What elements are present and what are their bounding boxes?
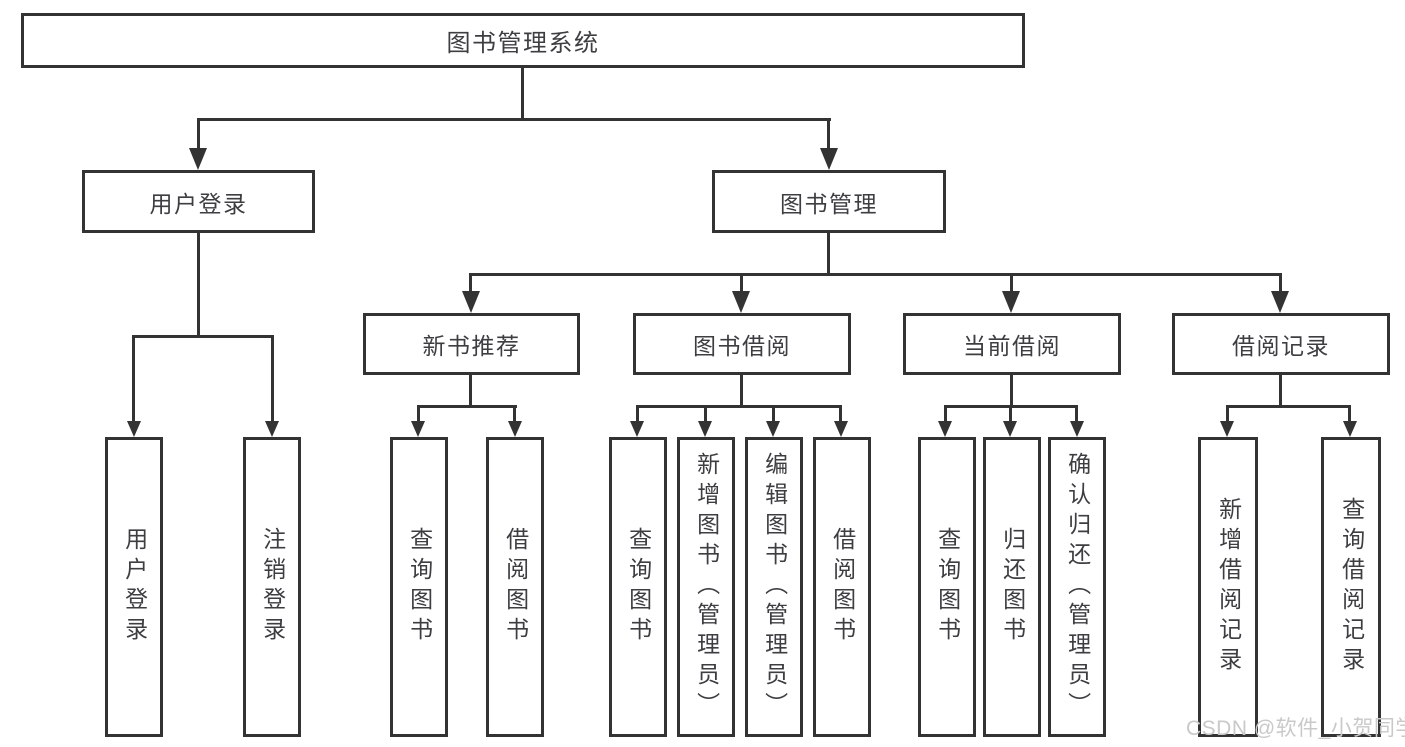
node-current-borrow: 当前借阅 [903, 313, 1121, 375]
connector-line [197, 118, 831, 121]
node-label: 图书借阅 [693, 333, 791, 359]
connector-line [132, 337, 135, 423]
arrowhead-icon [834, 421, 848, 437]
leaf-query-books-current: 查询图书 [918, 437, 976, 737]
leaf-label: 新增图书（管理员） [693, 452, 720, 722]
connector-line [417, 405, 517, 408]
leaf-label: 注销登录 [259, 527, 286, 647]
arrowhead-icon [938, 421, 952, 437]
connector-line [1226, 407, 1229, 423]
connector-line [1075, 407, 1078, 423]
connector-line [513, 407, 516, 423]
node-label: 当前借阅 [963, 333, 1061, 359]
leaf-return-books: 归还图书 [983, 437, 1041, 737]
connector-line [469, 273, 1282, 276]
leaf-label: 确认归还（管理员） [1064, 452, 1091, 722]
leaf-query-books-recommend: 查询图书 [390, 437, 448, 737]
leaf-label: 用户登录 [121, 527, 148, 647]
node-label: 图书管理系统 [446, 30, 600, 57]
connector-line [839, 407, 842, 423]
leaf-borrow-books-recommend: 借阅图书 [486, 437, 544, 737]
connector-line [827, 120, 830, 150]
connector-line [1010, 373, 1013, 407]
leaf-user-login: 用户登录 [105, 437, 163, 737]
connector-line [636, 405, 842, 408]
connector-line [772, 407, 775, 423]
connector-line [740, 275, 743, 295]
leaf-label: 新增借阅记录 [1215, 497, 1242, 677]
node-borrow-records: 借阅记录 [1172, 313, 1390, 375]
leaf-add-books-admin: 新增图书（管理员） [677, 437, 735, 737]
leaf-label: 查询借阅记录 [1338, 497, 1365, 677]
leaf-edit-books-admin: 编辑图书（管理员） [745, 437, 803, 737]
connector-line [521, 66, 524, 120]
connector-line [417, 407, 420, 423]
connector-line [132, 335, 274, 338]
connector-line [1279, 275, 1282, 295]
connector-line [827, 231, 830, 275]
node-label: 图书管理 [780, 190, 878, 217]
arrowhead-icon [127, 421, 141, 437]
leaf-add-borrow-record: 新增借阅记录 [1198, 437, 1258, 737]
arrowhead-icon [462, 291, 480, 313]
node-user-login: 用户登录 [82, 170, 315, 233]
node-library-system: 图书管理系统 [21, 13, 1025, 68]
leaf-confirm-return-admin: 确认归还（管理员） [1048, 437, 1106, 737]
connector-line [469, 373, 472, 407]
leaf-label: 编辑图书（管理员） [761, 452, 788, 722]
connector-line [1009, 407, 1012, 423]
arrowhead-icon [1003, 421, 1017, 437]
connector-line [1226, 405, 1351, 408]
connector-line [1279, 373, 1282, 407]
connector-line [636, 407, 639, 423]
leaf-label: 查询图书 [406, 527, 433, 647]
connector-line [1010, 275, 1013, 295]
node-book-management: 图书管理 [712, 170, 946, 233]
node-label: 用户登录 [149, 190, 248, 217]
arrowhead-icon [1343, 421, 1357, 437]
connector-line [944, 405, 1078, 408]
connector-line [944, 407, 947, 423]
arrowhead-icon [698, 421, 712, 437]
leaf-label: 归还图书 [999, 527, 1026, 647]
arrowhead-icon [411, 421, 425, 437]
leaf-label: 查询图书 [625, 527, 652, 647]
arrowhead-icon [1220, 421, 1234, 437]
arrowhead-icon [820, 148, 838, 170]
leaf-logout: 注销登录 [243, 437, 301, 737]
node-book-borrow: 图书借阅 [633, 313, 851, 375]
leaf-label: 借阅图书 [502, 527, 529, 647]
node-label: 借阅记录 [1232, 333, 1330, 359]
arrowhead-icon [630, 421, 644, 437]
leaf-borrow-books: 借阅图书 [813, 437, 871, 737]
connector-line [271, 337, 274, 423]
arrowhead-icon [732, 291, 750, 313]
arrowhead-icon [189, 148, 207, 170]
arrowhead-icon [508, 421, 522, 437]
arrowhead-icon [766, 421, 780, 437]
arrowhead-icon [265, 421, 279, 437]
csdn-watermark: CSDN @软件_小贺同学 [1186, 717, 1405, 740]
arrowhead-icon [1271, 291, 1289, 313]
leaf-label: 查询图书 [934, 527, 961, 647]
connector-line [1348, 407, 1351, 423]
connector-line [740, 373, 743, 407]
leaf-query-borrow-record: 查询借阅记录 [1321, 437, 1381, 737]
connector-line [197, 120, 200, 150]
connector-line [197, 231, 200, 337]
leaf-label: 借阅图书 [829, 527, 856, 647]
node-new-book-recommend: 新书推荐 [363, 313, 580, 375]
arrowhead-icon [1070, 421, 1084, 437]
connector-line [704, 407, 707, 423]
connector-line [469, 275, 472, 295]
node-label: 新书推荐 [422, 333, 521, 359]
arrowhead-icon [1002, 291, 1020, 313]
leaf-query-books-borrow: 查询图书 [609, 437, 667, 737]
